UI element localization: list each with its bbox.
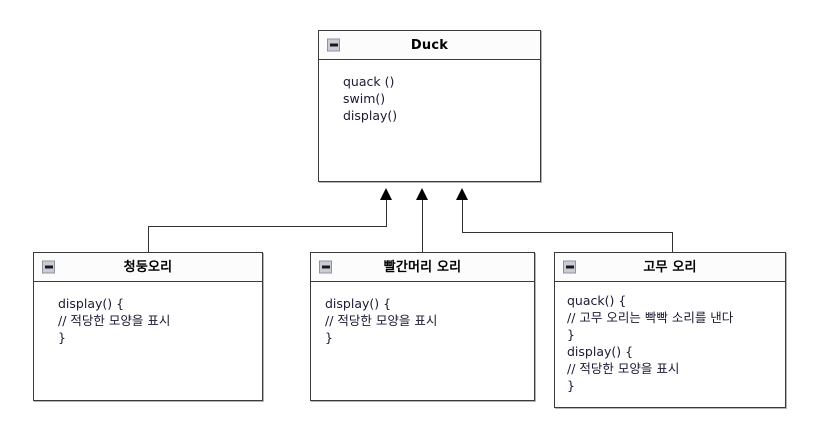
arrow-head-redhead-to-duck xyxy=(416,188,428,200)
class-member: display() xyxy=(343,108,398,123)
class-members-rubber: quack() { // 고무 오리는 빡빡 소리를 낸다 } display(… xyxy=(555,282,785,394)
class-header-rubber: 고무 오리 xyxy=(555,253,785,282)
class-member: display() { xyxy=(58,296,125,311)
class-member: // 적당한 모양을 표시 xyxy=(58,313,171,328)
class-name-rubber: 고무 오리 xyxy=(643,259,697,275)
class-member: // 적당한 모양을 표시 xyxy=(567,361,680,376)
class-member: display() { xyxy=(325,296,392,311)
collapse-minus-icon[interactable] xyxy=(42,260,55,274)
connector-mallard-segment-vertical-upper xyxy=(386,200,387,227)
class-members-redhead: display() { // 적당한 모양을 표시 } xyxy=(311,282,534,346)
class-member: // 고무 오리는 빡빡 소리를 낸다 xyxy=(567,310,734,325)
class-member: } xyxy=(567,327,575,342)
connector-rubber-segment-vertical-upper xyxy=(462,200,463,233)
arrow-head-rubber-to-duck xyxy=(456,188,468,200)
connector-redhead-segment-vertical xyxy=(422,200,423,253)
connector-rubber-segment-horizontal xyxy=(462,232,673,233)
connector-rubber-segment-vertical-lower xyxy=(672,232,673,253)
class-member: } xyxy=(325,330,333,345)
connector-mallard-segment-horizontal xyxy=(148,226,387,227)
class-member: // 적당한 모양을 표시 xyxy=(325,313,438,328)
connector-mallard-segment-vertical-lower xyxy=(148,226,149,253)
class-name-mallard: 청둥오리 xyxy=(123,259,173,275)
class-member: quack () xyxy=(343,74,395,89)
class-member: } xyxy=(567,378,575,393)
class-member: quack() { xyxy=(567,293,627,308)
class-header-duck: Duck xyxy=(319,31,540,60)
class-member: } xyxy=(58,330,66,345)
collapse-minus-icon[interactable] xyxy=(327,38,340,52)
class-name-redhead: 빨간머리 오리 xyxy=(383,259,462,275)
collapse-minus-icon[interactable] xyxy=(563,260,576,274)
class-member: swim() xyxy=(343,91,386,106)
arrow-head-mallard-to-duck xyxy=(380,188,392,200)
collapse-minus-icon[interactable] xyxy=(319,260,332,274)
class-header-mallard: 청둥오리 xyxy=(34,253,262,282)
class-box-redhead[interactable]: 빨간머리 오리 display() { // 적당한 모양을 표시 } xyxy=(310,252,535,401)
class-members-mallard: display() { // 적당한 모양을 표시 } xyxy=(34,282,262,346)
class-name-duck: Duck xyxy=(410,37,449,53)
class-member: display() { xyxy=(567,344,634,359)
class-box-duck[interactable]: Duck quack () swim() display() xyxy=(318,30,541,182)
class-box-rubber[interactable]: 고무 오리 quack() { // 고무 오리는 빡빡 소리를 낸다 } di… xyxy=(554,252,786,408)
class-members-duck: quack () swim() display() xyxy=(319,60,540,124)
class-box-mallard[interactable]: 청둥오리 display() { // 적당한 모양을 표시 } xyxy=(33,252,263,401)
class-header-redhead: 빨간머리 오리 xyxy=(311,253,534,282)
